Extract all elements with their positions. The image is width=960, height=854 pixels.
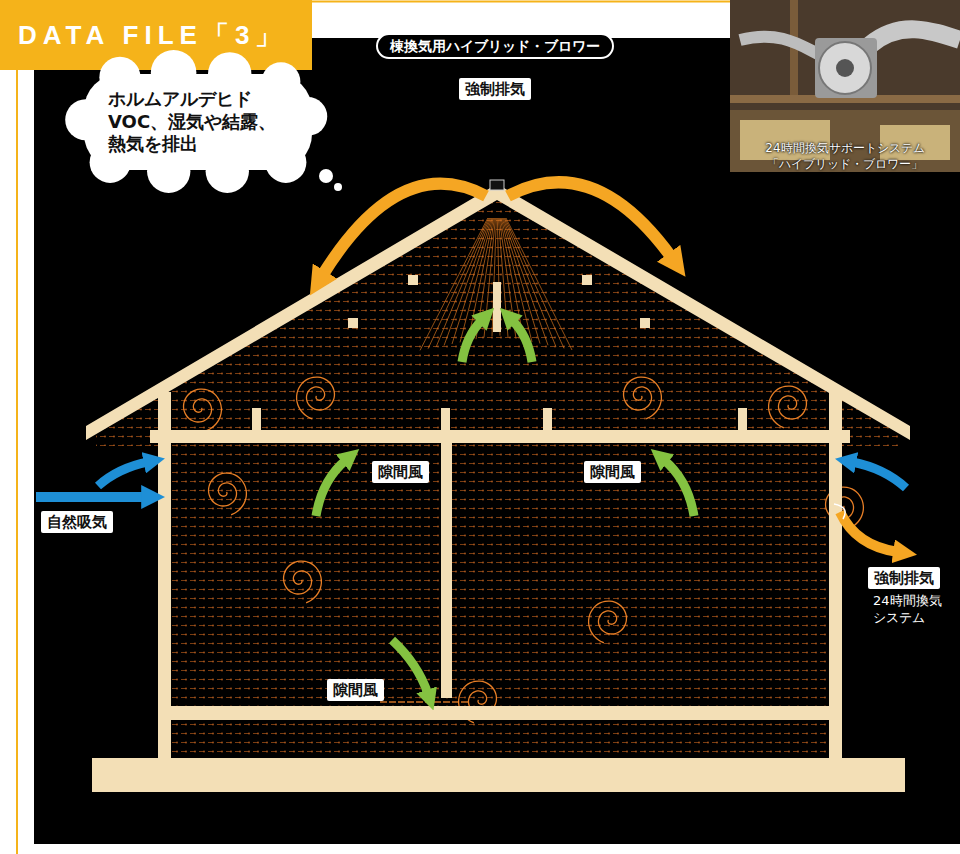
- draft-tag: 隙間風: [584, 461, 641, 483]
- node-text: 強制排気: [874, 569, 934, 587]
- illustration-part: [640, 318, 650, 328]
- illustration-part: [815, 38, 877, 98]
- illustration-part: [184, 389, 222, 431]
- illustration-part: [829, 392, 842, 758]
- blower-label: 棟換気用ハイブリッド・ブロワー: [376, 33, 614, 59]
- illustration-part: [870, 29, 960, 45]
- illustration-part: [392, 640, 428, 694]
- illustration-part: [852, 462, 906, 488]
- illustration-part: [60, 180, 940, 800]
- illustration-part: [819, 42, 871, 94]
- illustration-part: [209, 473, 247, 515]
- illustration-part: [840, 512, 898, 552]
- node-text: 隙間風: [333, 681, 378, 699]
- illustration-part: [836, 59, 854, 77]
- illustration-part: [86, 180, 910, 792]
- illustration-part: [441, 443, 452, 698]
- node-text: 隙間風: [378, 463, 423, 481]
- illustration-part: [434, 701, 441, 702]
- illustration-part: [297, 377, 335, 419]
- draft-tag: 隙間風: [372, 461, 429, 483]
- illustration-part: [316, 460, 346, 516]
- illustration-part: [16, 70, 18, 854]
- illustration-part: [184, 218, 864, 723]
- illustration-part: [461, 701, 468, 702]
- illustration-part: [252, 408, 261, 430]
- illustration-part: [436, 218, 490, 347]
- exhaust-tag: 強制排気: [868, 567, 940, 589]
- illustration-part: [730, 0, 960, 172]
- illustration-part: [589, 601, 627, 643]
- illustration-part: [664, 460, 694, 516]
- exhaust-tag: 強制排気: [459, 78, 531, 100]
- node-text: ホルムアルデヒド VOC、湿気や結露、 熱気を排出: [108, 88, 288, 156]
- illustration-part: [416, 701, 423, 702]
- intake-tag: 自然吸気: [41, 511, 113, 533]
- illustration-part: [512, 320, 532, 362]
- illustration-part: [380, 701, 387, 702]
- illustration-part: [34, 38, 960, 844]
- illustration-part: [508, 182, 672, 258]
- illustration-part: [452, 701, 459, 702]
- illustration-part: [490, 180, 504, 190]
- illustration-part: [624, 377, 662, 419]
- photo-caption: 24時間換気サポートシステム「ハイブリッド・ブロワー」: [760, 140, 930, 172]
- illustration-part: [444, 218, 491, 346]
- illustration-part: [36, 182, 906, 694]
- illustration-part: [738, 408, 747, 430]
- node-text: 棟換気用ハイブリッド・ブロワー: [390, 37, 600, 55]
- illustration-part: [441, 408, 450, 430]
- illustration-part: [493, 282, 501, 332]
- illustration-part: [730, 0, 960, 172]
- illustration-part: [86, 184, 910, 440]
- illustration-part: [158, 392, 171, 758]
- illustration-part: [730, 110, 960, 172]
- illustration-part: [98, 462, 148, 486]
- illustration-part: [348, 318, 358, 328]
- node-text: 強制排気: [465, 80, 525, 98]
- illustration-part: [398, 701, 405, 702]
- draft-tag: 隙間風: [327, 679, 384, 701]
- illustration-part: [462, 320, 482, 362]
- illustration-part: [503, 218, 548, 345]
- illustration-part: [425, 701, 432, 702]
- illustration-part: [408, 275, 418, 285]
- illustration-part: [158, 706, 842, 720]
- illustration-part: [543, 408, 552, 430]
- cloud-callout: ホルムアルデヒド VOC、湿気や結露、 熱気を排出: [76, 66, 320, 178]
- illustration-part: [834, 504, 845, 519]
- node-text: 隙間風: [590, 463, 635, 481]
- illustration-part: [407, 701, 414, 702]
- illustration-part: [92, 758, 905, 792]
- node-text: 自然吸気: [47, 513, 107, 531]
- system-note: 24時間換気 システム: [873, 592, 951, 626]
- illustration-part: [322, 184, 486, 276]
- illustration-part: [284, 561, 322, 603]
- illustration-part: [150, 430, 850, 443]
- illustration-part: [280, 1, 732, 3]
- illustration-part: [36, 492, 146, 502]
- illustration-part: [740, 37, 820, 55]
- illustration-part: [769, 386, 807, 428]
- illustration-part: [582, 275, 592, 285]
- illustration-part: [389, 701, 396, 702]
- illustration-part: [504, 218, 556, 347]
- illustration-part: [443, 701, 450, 702]
